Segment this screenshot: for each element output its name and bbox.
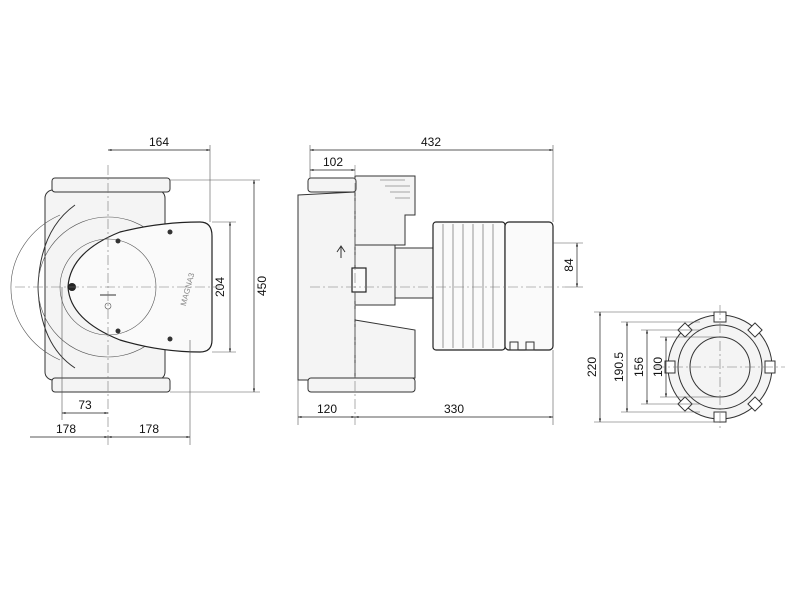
- front-view-dimensions: 164 450 204 73 178 178: [30, 135, 269, 445]
- dim-178-right: 178: [139, 422, 159, 436]
- dim-100: 100: [651, 357, 665, 377]
- motor-cover: [504, 221, 554, 351]
- dim-432: 432: [421, 135, 441, 149]
- dim-73: 73: [78, 398, 92, 412]
- side-view: [297, 165, 565, 425]
- coupling: [351, 267, 367, 293]
- dim-102: 102: [323, 155, 343, 169]
- dim-120: 120: [317, 402, 337, 416]
- dim-190-5: 190.5: [612, 352, 626, 382]
- dim-164: 164: [149, 135, 169, 149]
- dim-204: 204: [213, 277, 227, 297]
- side-view-dimensions: 432 102 84 120 330: [297, 135, 583, 425]
- dim-156: 156: [632, 357, 646, 377]
- dim-84: 84: [562, 258, 576, 272]
- flange-view-dimensions: 220 190.5 156 100: [585, 311, 720, 423]
- flow-arrow-icon: [336, 245, 346, 258]
- dim-178-left: 178: [56, 422, 76, 436]
- dim-220: 220: [585, 357, 599, 377]
- front-view: MAGNA3: [10, 165, 220, 445]
- motor-fins: [432, 221, 506, 351]
- dim-450: 450: [255, 276, 269, 296]
- dim-330: 330: [444, 402, 464, 416]
- flange-view: [655, 305, 785, 430]
